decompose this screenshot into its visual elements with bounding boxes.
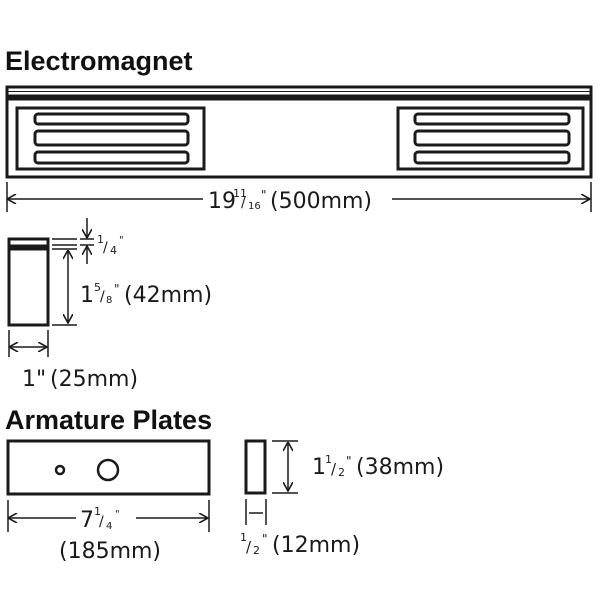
body-height-label: 1 5 / 8 " (42mm) bbox=[80, 281, 212, 308]
svg-text:(25mm): (25mm) bbox=[50, 367, 138, 392]
small-hole bbox=[54, 464, 66, 476]
armature-plates-title: Armature Plates bbox=[5, 405, 212, 435]
electromagnet-title: Electromagnet bbox=[5, 46, 193, 76]
armature-plate-front-view bbox=[6, 439, 211, 532]
svg-text:/: / bbox=[246, 538, 252, 556]
magnet-body bbox=[5, 97, 593, 179]
svg-text:1: 1 bbox=[94, 505, 101, 518]
width-label: 1" (25mm) bbox=[22, 367, 138, 392]
svg-text:1: 1 bbox=[80, 283, 94, 308]
svg-text:5: 5 bbox=[94, 281, 101, 294]
svg-text:(185mm): (185mm) bbox=[59, 539, 161, 564]
svg-text:": " bbox=[261, 188, 267, 202]
svg-text:(38mm): (38mm) bbox=[356, 455, 444, 480]
right-coil bbox=[396, 106, 585, 171]
svg-text:": " bbox=[114, 282, 120, 296]
armature-thickness-label: 1 / 2 " (12mm) bbox=[240, 531, 360, 558]
svg-text:1": 1" bbox=[22, 367, 46, 392]
svg-text:/: / bbox=[241, 195, 246, 211]
svg-text:/: / bbox=[103, 240, 108, 256]
plate-thickness-label: 1 / 4 " bbox=[97, 233, 124, 257]
length-den: 16 bbox=[248, 201, 261, 212]
svg-text:2: 2 bbox=[338, 466, 345, 479]
electromagnet-length-dimension: 19 11 / 16 " (500mm) bbox=[6, 182, 592, 214]
length-whole: 19 bbox=[208, 189, 236, 214]
svg-text:/: / bbox=[100, 289, 105, 305]
svg-text:7: 7 bbox=[80, 508, 94, 533]
svg-text:(12mm): (12mm) bbox=[272, 533, 360, 558]
svg-text:(42mm): (42mm) bbox=[124, 283, 212, 308]
svg-text:1: 1 bbox=[97, 233, 104, 246]
svg-text:": " bbox=[346, 454, 352, 468]
svg-text:1: 1 bbox=[312, 455, 326, 480]
svg-text:": " bbox=[115, 509, 120, 520]
armature-height-label: 1 1 / 2 " (38mm) bbox=[312, 453, 444, 480]
svg-text:1: 1 bbox=[240, 531, 247, 544]
svg-text:8: 8 bbox=[106, 295, 112, 306]
svg-text:4: 4 bbox=[110, 244, 117, 257]
armature-length-label: 7 1 / 4 " (185mm) bbox=[59, 505, 161, 564]
length-metric: (500mm) bbox=[270, 189, 372, 214]
svg-text:1: 1 bbox=[325, 453, 332, 466]
large-hole bbox=[96, 458, 120, 482]
electromagnet-side-view bbox=[7, 218, 94, 357]
svg-text:": " bbox=[262, 532, 268, 546]
left-coil bbox=[15, 106, 206, 171]
electromagnet-front-view bbox=[5, 85, 593, 179]
svg-text:": " bbox=[119, 235, 124, 246]
svg-text:/: / bbox=[331, 460, 337, 478]
length-num: 11 bbox=[233, 187, 247, 200]
armature-plate-side-view bbox=[244, 439, 298, 525]
svg-text:2: 2 bbox=[253, 544, 260, 557]
svg-text:/: / bbox=[99, 514, 104, 530]
svg-text:4: 4 bbox=[106, 521, 112, 532]
